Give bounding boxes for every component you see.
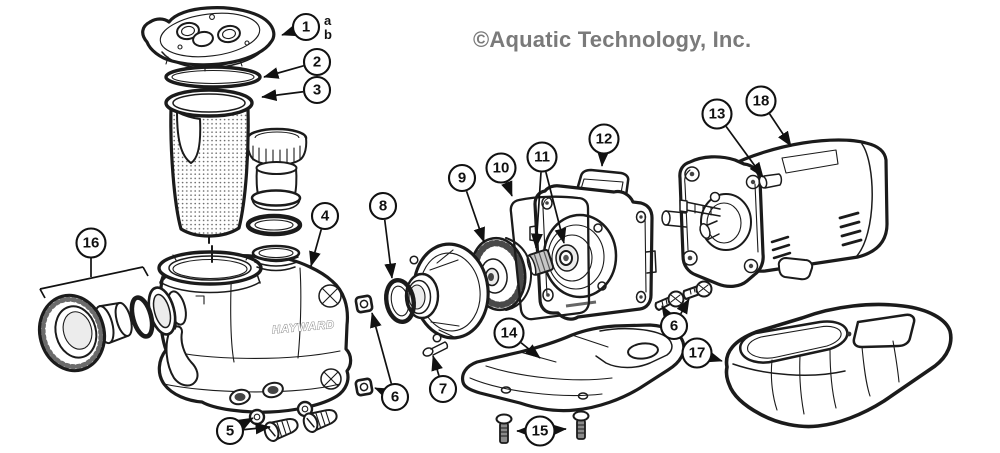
svg-text:13: 13 <box>709 106 726 123</box>
svg-text:12: 12 <box>596 131 613 148</box>
svg-text:17: 17 <box>689 345 706 362</box>
callout-17: 17 <box>681 337 723 369</box>
square-nut <box>354 294 374 314</box>
hex-bolt <box>654 290 685 311</box>
part-pump-lid <box>141 6 276 72</box>
svg-text:7: 7 <box>439 381 447 398</box>
svg-text:8: 8 <box>379 198 387 215</box>
callout-2: 2 <box>263 47 332 79</box>
part-motor-cover <box>724 302 953 429</box>
svg-text:14: 14 <box>501 325 518 342</box>
callout-8: 8 <box>368 191 398 279</box>
part-pump-base <box>460 323 686 413</box>
svg-text:15: 15 <box>532 423 549 440</box>
callout-18: 18 <box>745 85 792 147</box>
callout-15: 15 <box>516 415 567 447</box>
part-top-union <box>245 127 308 237</box>
callout-14: 14 <box>493 317 541 359</box>
callout-11: 11 <box>526 141 567 249</box>
svg-text:b: b <box>324 27 332 42</box>
part-shaft-seal <box>526 248 555 276</box>
callout-9: 9 <box>447 163 485 243</box>
part-seal-plate <box>529 168 657 321</box>
svg-text:3: 3 <box>313 82 321 99</box>
part-union-set <box>37 286 177 373</box>
hex-bolt <box>682 280 713 300</box>
part-drain-plugs <box>248 400 338 442</box>
svg-text:2: 2 <box>313 54 321 71</box>
part-square-nuts <box>354 294 374 397</box>
callout-5: 5 <box>215 416 271 446</box>
svg-text:6: 6 <box>670 318 678 335</box>
drain-plug <box>263 417 299 442</box>
part-strainer-basket <box>164 88 254 244</box>
svg-text:5: 5 <box>226 423 234 440</box>
square-nut <box>354 377 374 397</box>
callout-6: 6 <box>659 298 690 341</box>
hayward-brand-text: HAYWARD <box>272 319 336 336</box>
svg-text:4: 4 <box>321 208 330 225</box>
svg-text:6: 6 <box>391 389 399 406</box>
callout-7: 7 <box>428 355 458 404</box>
diffuser-screw <box>422 341 449 357</box>
callout-4: 4 <box>309 201 340 267</box>
svg-text:16: 16 <box>83 235 100 252</box>
svg-text:10: 10 <box>493 160 510 177</box>
part-motor-bolts <box>654 280 713 311</box>
part-housing-gasket <box>509 195 591 321</box>
svg-text:18: 18 <box>753 93 770 110</box>
part-diffuser-gasket <box>384 277 416 325</box>
part-base-bolts <box>495 410 590 444</box>
svg-text:9: 9 <box>458 170 466 187</box>
callout-3: 3 <box>261 75 332 105</box>
base-bolt <box>495 413 513 444</box>
part-motor <box>661 138 889 288</box>
svg-text:11: 11 <box>534 149 550 166</box>
svg-text:a: a <box>324 13 332 28</box>
callout-13: 13 <box>701 98 764 178</box>
watermark-text: ©Aquatic Technology, Inc. <box>473 27 752 52</box>
callout-10: 10 <box>485 152 517 197</box>
callout-16: 16 <box>39 227 149 299</box>
drain-plug <box>302 408 338 433</box>
base-bolt <box>572 410 590 440</box>
motor-mount-stud <box>758 173 783 189</box>
part-pump-housing: HAYWARD <box>157 244 353 414</box>
callout-12: 12 <box>588 123 620 167</box>
part-lid-oring <box>164 65 262 89</box>
svg-text:1: 1 <box>302 19 310 36</box>
callout-6: 6 <box>370 312 410 412</box>
